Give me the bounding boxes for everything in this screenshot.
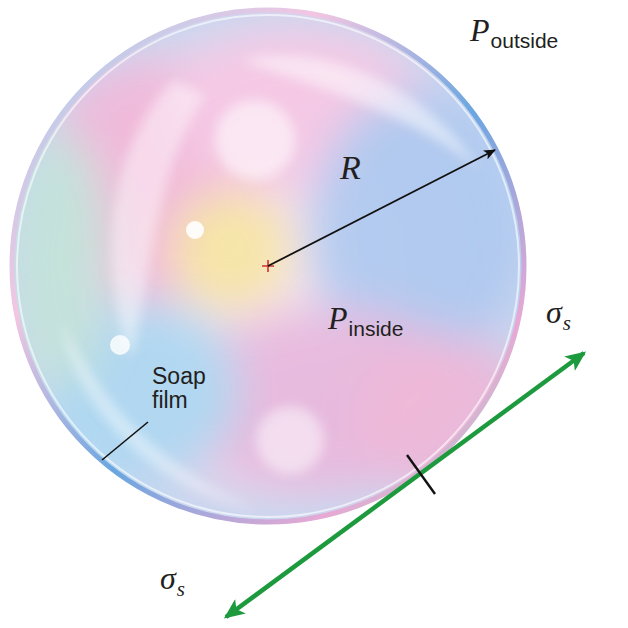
pressure-symbol: P bbox=[328, 302, 348, 336]
film-label: Soap film bbox=[152, 364, 206, 412]
pressure-symbol: P bbox=[470, 14, 490, 48]
tension-subscript: s bbox=[563, 312, 571, 334]
tension-symbol: σ bbox=[160, 562, 176, 596]
radius-label: R bbox=[340, 150, 361, 186]
tension-symbol: σ bbox=[546, 296, 562, 330]
pressure-subscript: inside bbox=[349, 318, 404, 340]
pressure-subscript: outside bbox=[491, 30, 559, 52]
tension-subscript: s bbox=[177, 578, 185, 600]
